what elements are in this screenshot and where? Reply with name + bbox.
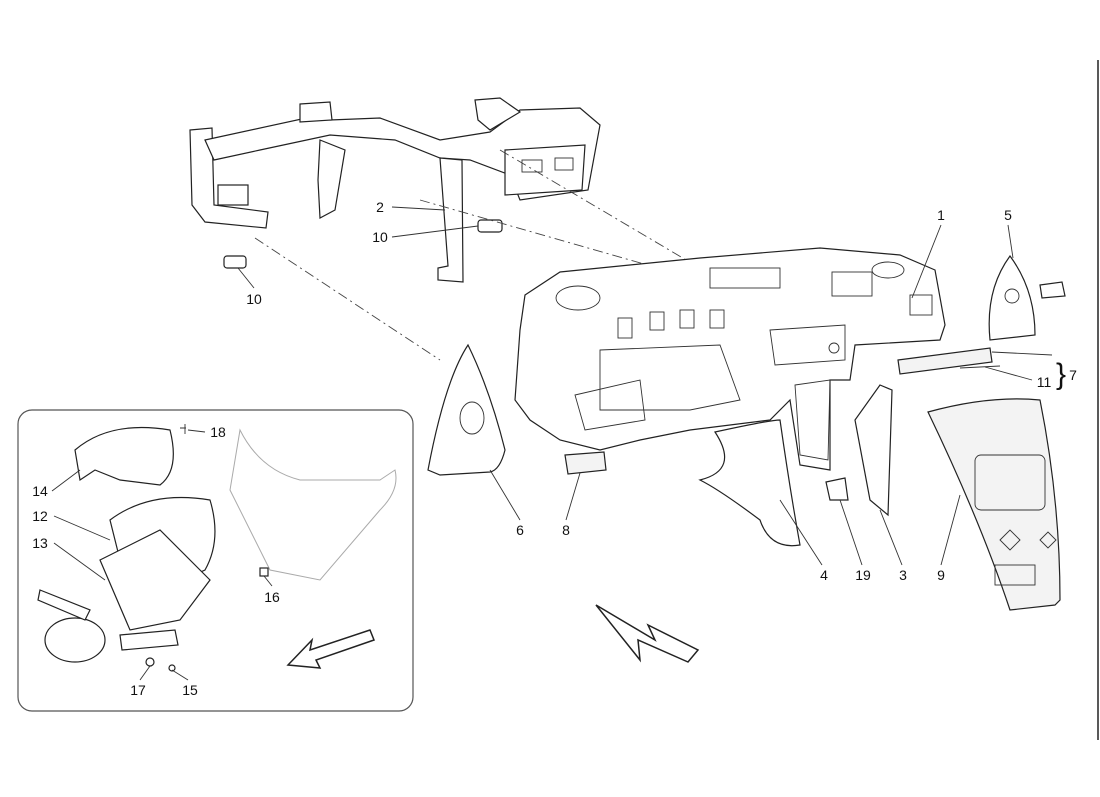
callout-19: 19	[855, 567, 871, 583]
callout-12: 12	[32, 508, 48, 524]
cross-car-beam	[189, 97, 601, 283]
callout-17: 17	[130, 682, 146, 698]
callout-2: 2	[376, 199, 384, 215]
callout-13: 13	[32, 535, 48, 551]
fastener	[1039, 281, 1066, 299]
callout-8: 8	[562, 522, 570, 538]
callout-9: 9	[937, 567, 945, 583]
upper-cover-part-14	[74, 426, 174, 486]
dashboard-panel	[514, 247, 946, 471]
callout-10: 10	[246, 291, 262, 307]
center-console-side-part-4	[698, 419, 801, 547]
side-trim-left	[427, 343, 506, 476]
callout-15: 15	[182, 682, 198, 698]
callout-10: 10	[372, 229, 388, 245]
callout-4: 4	[820, 567, 828, 583]
inset-direction-arrow-icon	[286, 629, 375, 669]
callout-16: 16	[264, 589, 280, 605]
clip-part-10	[477, 219, 503, 233]
screw-part-18	[180, 424, 186, 434]
leader-lines	[51, 206, 1053, 681]
badge-part-11	[959, 365, 1001, 369]
steering-column-inset	[17, 409, 414, 712]
callout-14: 14	[32, 483, 48, 499]
bracket-part-19	[825, 477, 849, 501]
screw-part-15	[168, 664, 176, 672]
glovebox-trim-strip	[897, 347, 993, 375]
steering-column-assembly	[37, 426, 397, 663]
lower-cover-part-13	[99, 529, 211, 631]
nut-part-17	[145, 657, 155, 667]
callout-6: 6	[516, 522, 524, 538]
assembly-guide-line	[254, 237, 441, 361]
callout-5: 5	[1004, 207, 1012, 223]
callout-7: 7	[1069, 367, 1077, 383]
callout-11: 11	[1037, 374, 1052, 390]
clip-part-16	[259, 567, 269, 577]
trim-panel-part-3	[854, 384, 893, 517]
callout-1: 1	[937, 207, 945, 223]
clip-part-10	[223, 255, 247, 269]
view-direction-arrow-icon	[595, 604, 700, 663]
group-brace: }	[1056, 358, 1066, 391]
side-trim-right	[988, 254, 1036, 341]
callout-3: 3	[899, 567, 907, 583]
center-panel-part-9	[927, 398, 1061, 611]
callout-18: 18	[210, 424, 226, 440]
trim-insert-part-8	[564, 451, 607, 475]
assembly-guide-line	[499, 149, 831, 346]
